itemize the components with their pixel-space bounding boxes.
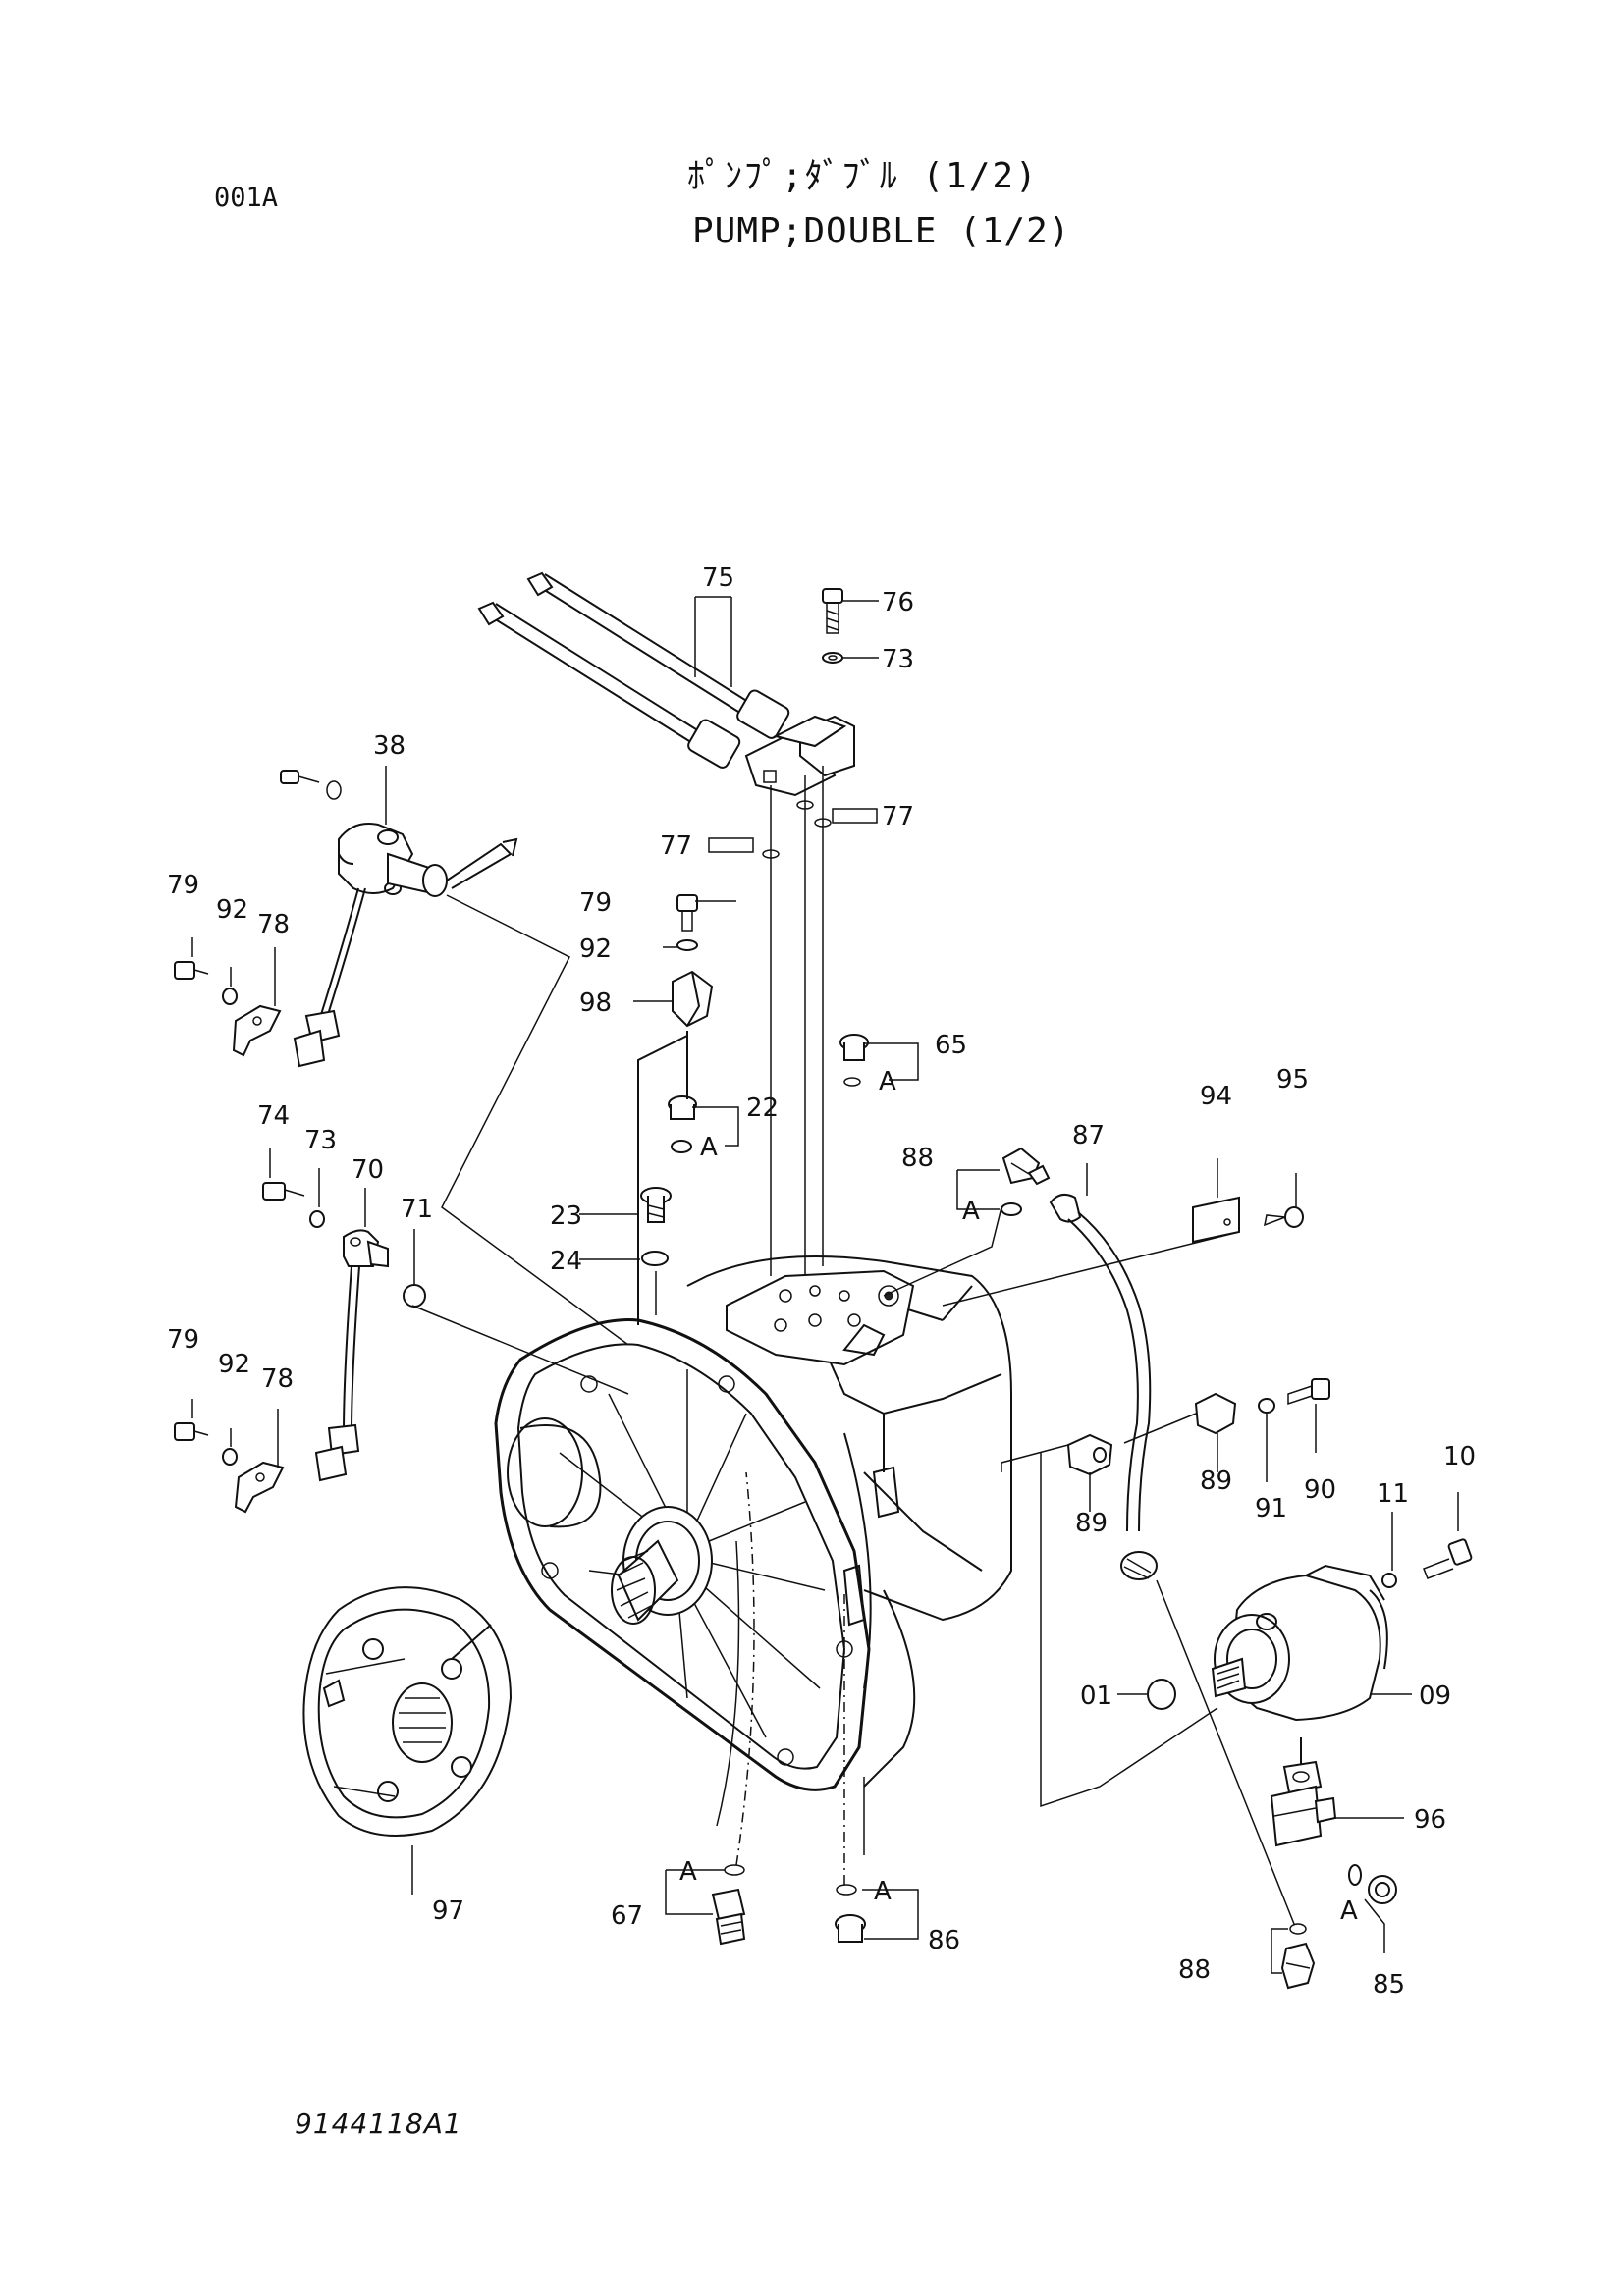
callout-90: 90 xyxy=(1304,1475,1336,1505)
leader-lines xyxy=(191,596,1459,1974)
callout-88-lower: 88 xyxy=(1178,1955,1211,1985)
callout-10: 10 xyxy=(1443,1442,1476,1471)
sensor-70 xyxy=(262,1182,426,1482)
sensor-38 xyxy=(280,770,518,1068)
clamp-set-lower xyxy=(174,1422,285,1514)
callout-86: 86 xyxy=(928,1926,960,1955)
callout-97: 97 xyxy=(432,1896,464,1926)
callout-96: 96 xyxy=(1414,1805,1446,1835)
callout-89-left: 89 xyxy=(1075,1509,1108,1538)
callout-95: 95 xyxy=(1276,1065,1309,1095)
callout-79-lower: 79 xyxy=(167,1325,199,1355)
plug-65 xyxy=(839,1034,869,1087)
callout-92-lower: 92 xyxy=(218,1350,250,1379)
callout-78-upper: 78 xyxy=(257,910,290,939)
coupling-97 xyxy=(302,1586,513,1895)
title-english: PUMP;DOUBLE (1/2) xyxy=(692,211,1071,251)
gear-pump-09 xyxy=(1147,1538,1473,1722)
pump-housing xyxy=(494,1255,1012,1791)
callout-65: 65 xyxy=(935,1031,967,1060)
page-code: 001A xyxy=(214,183,279,213)
callout-87: 87 xyxy=(1072,1121,1105,1150)
callout-77-right: 77 xyxy=(882,802,914,831)
callout-79-center: 79 xyxy=(579,888,612,918)
callout-a-85: A xyxy=(1340,1896,1358,1926)
plug-85 xyxy=(1348,1864,1397,1904)
callout-92-center: 92 xyxy=(579,934,612,964)
callout-75: 75 xyxy=(702,563,734,593)
callout-71: 71 xyxy=(401,1195,433,1224)
callout-a-22: A xyxy=(700,1133,718,1162)
callout-labels: 75 76 73 77 77 38 79 92 78 79 92 98 65 A… xyxy=(167,563,1476,2000)
connector-assembly-75 xyxy=(477,571,855,1276)
connection-lines xyxy=(411,894,1218,1855)
callout-38: 38 xyxy=(373,731,406,761)
callout-77-left: 77 xyxy=(660,831,692,861)
callout-98: 98 xyxy=(579,988,612,1018)
callout-a-88: A xyxy=(962,1197,980,1226)
title-japanese: ﾎﾟﾝﾌﾟ;ﾀﾞﾌﾞﾙ (1/2) xyxy=(687,156,1039,196)
callout-92-upper: 92 xyxy=(216,895,248,925)
callout-91: 91 xyxy=(1255,1494,1287,1523)
callout-73-left: 73 xyxy=(304,1126,337,1155)
callout-76: 76 xyxy=(882,588,914,617)
callout-70: 70 xyxy=(352,1155,384,1185)
clamp-89 xyxy=(1001,1378,1330,1476)
callout-78-lower: 78 xyxy=(261,1364,294,1394)
callout-a-86: A xyxy=(874,1877,892,1906)
fitting-67 xyxy=(711,1471,755,1946)
valve-96 xyxy=(1270,1737,1337,1847)
callout-01: 01 xyxy=(1080,1682,1112,1711)
callout-22: 22 xyxy=(746,1094,779,1123)
drawing-number: 9144118A1 xyxy=(295,2108,462,2140)
clamp-set-upper xyxy=(174,961,282,1057)
callout-67: 67 xyxy=(611,1901,643,1931)
callout-a-67: A xyxy=(679,1857,697,1887)
plug-22 xyxy=(637,1031,697,1325)
callout-24: 24 xyxy=(550,1247,582,1276)
clip-98 xyxy=(672,894,714,1028)
callout-85: 85 xyxy=(1373,1970,1405,2000)
bolt-76 xyxy=(822,588,843,664)
callout-11: 11 xyxy=(1377,1479,1409,1509)
plug-86 xyxy=(835,1590,866,1943)
callout-09: 09 xyxy=(1419,1682,1451,1711)
callout-23: 23 xyxy=(550,1201,582,1231)
callout-88-upper: 88 xyxy=(901,1144,934,1173)
callout-73-top: 73 xyxy=(882,645,914,674)
callout-74: 74 xyxy=(257,1101,290,1131)
callout-79-upper: 79 xyxy=(167,871,199,900)
hose-87 xyxy=(1001,1147,1316,1990)
callout-94: 94 xyxy=(1200,1082,1232,1111)
plate-94 xyxy=(942,1196,1304,1307)
callout-89-right: 89 xyxy=(1200,1467,1232,1496)
callout-a-65: A xyxy=(879,1067,896,1096)
plug-23 xyxy=(640,1187,672,1315)
